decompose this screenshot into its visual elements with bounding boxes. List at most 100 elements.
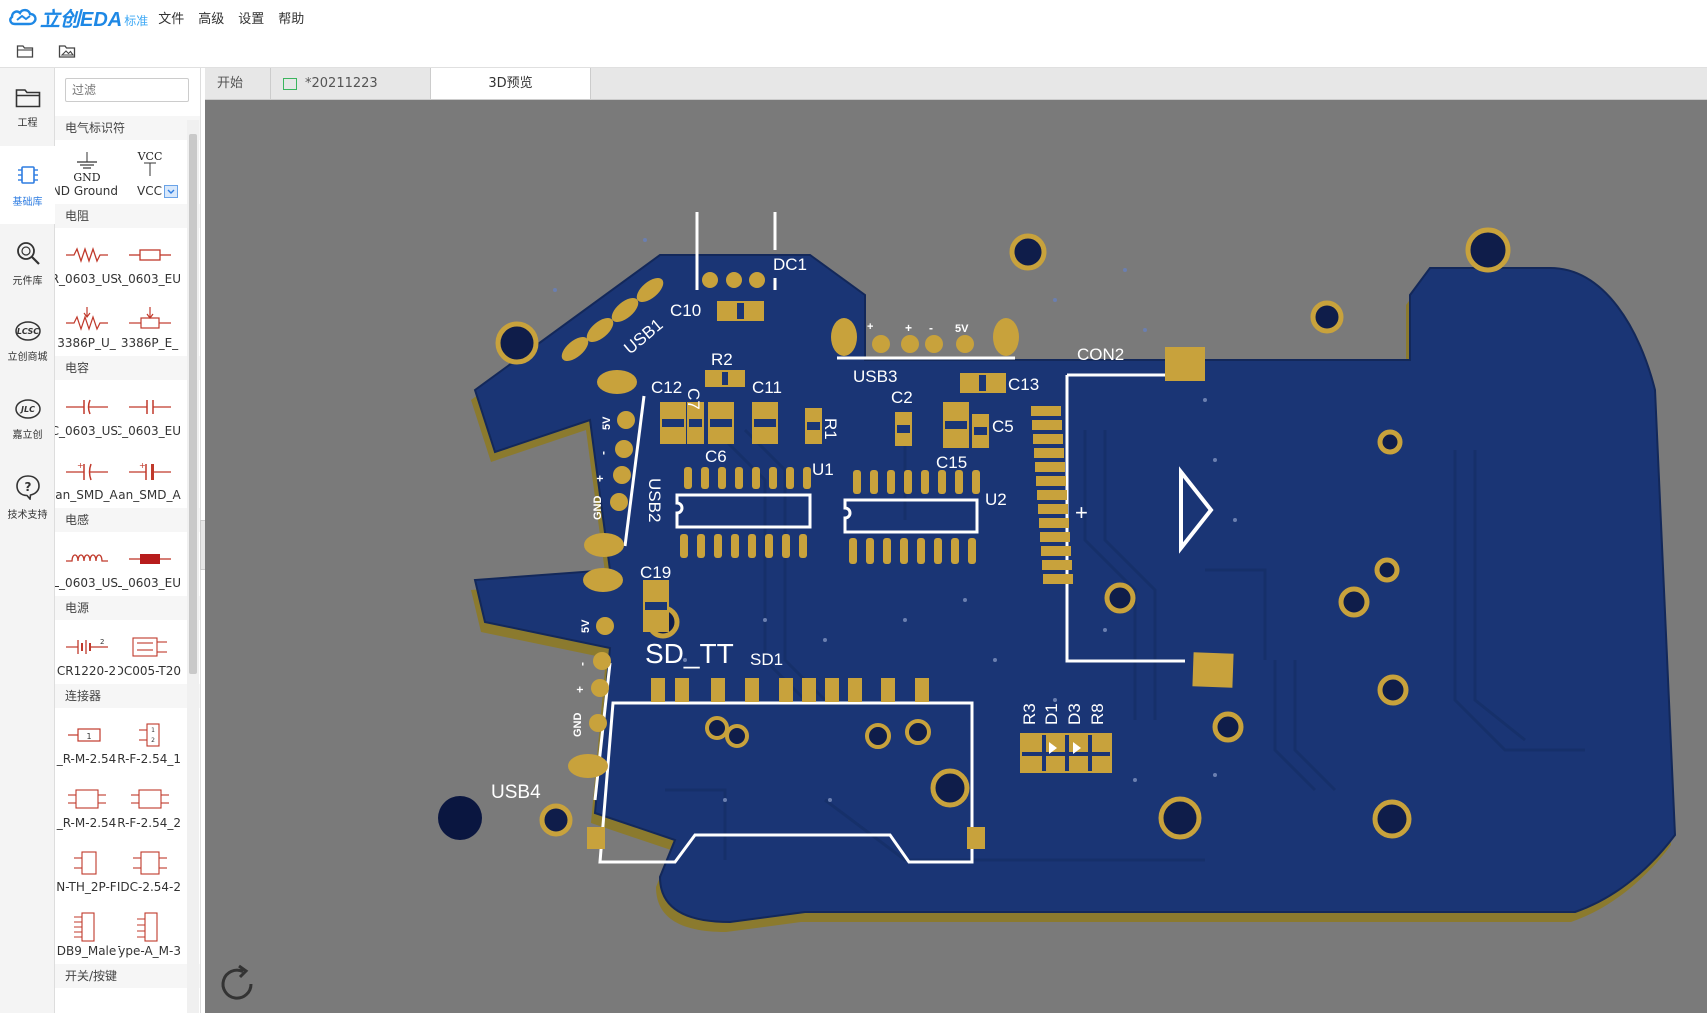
library-item-inductor-eu[interactable]: L_0603_EU (118, 532, 181, 596)
silk-usb2-plus: + (593, 475, 607, 482)
potentiometer-eu-icon (128, 307, 171, 329)
library-item-usb-a[interactable]: 3-Type-A_M (118, 900, 181, 964)
silk-r3: R3 (1020, 703, 1039, 725)
library-item-name: CR1220-2 (56, 664, 117, 678)
menu-settings[interactable]: 设置 (238, 11, 265, 27)
library-item-battery[interactable]: 2 CR1220-2 (55, 620, 118, 684)
menu-advanced[interactable]: 高级 (198, 11, 225, 27)
library-item-inductor-us[interactable]: L_0603_US (55, 532, 118, 596)
library-item-header-f-2[interactable]: R-F-2.54_2 (118, 772, 181, 836)
library-item-name: R-F-2.54_2 (118, 816, 181, 830)
library-item-idc[interactable]: IDC-2.54-2 (118, 836, 181, 900)
nav-basic-library[interactable]: 基础库 (0, 146, 55, 224)
silk-dc1: DC1 (773, 255, 807, 274)
category-capacitor[interactable]: 电容 (55, 356, 200, 380)
silk-u1: U1 (812, 460, 834, 479)
library-item-header-m-2[interactable]: R-M-2.54_ (55, 772, 118, 836)
left-nav: 工程 基础库 元件库 LCSC 立 (0, 68, 55, 1013)
library-item-pot-eu[interactable]: _3386P_E (118, 292, 181, 356)
open-folder-button[interactable] (14, 40, 36, 62)
library-item-vcc[interactable]: VCC VCC (118, 140, 181, 204)
help-icon: ? (15, 474, 40, 500)
silk-usb2-gnd: GND (592, 496, 604, 521)
tab-3d-preview[interactable]: 3D预览 (431, 68, 591, 99)
category-electrical-symbols[interactable]: 电气标识符 (55, 116, 200, 140)
u2-outline (843, 498, 979, 534)
library-item-resistor-eu[interactable]: R_0603_EU (118, 228, 181, 292)
library-item-dc-jack[interactable]: DC005-T20 (118, 620, 181, 684)
library-list: 电气标识符 GND ND Ground (55, 116, 200, 1013)
library-item-terminal[interactable]: N-TH_2P-F (55, 836, 118, 900)
nav-basic-library-label: 基础库 (12, 196, 43, 208)
svg-text:?: ? (24, 480, 31, 494)
nav-lcsc-mall-label: 立创商城 (7, 351, 48, 363)
dc1-outline (695, 212, 777, 290)
folder-icon (16, 44, 34, 58)
silk-usb3-plus: + (905, 321, 912, 335)
category-power[interactable]: 电源 (55, 596, 200, 620)
svg-text:2: 2 (100, 638, 104, 646)
app-logo[interactable]: 立创EDA 标准 (8, 0, 148, 34)
inductor-eu-icon (128, 554, 171, 564)
silk-usb4-gnd: GND (572, 713, 584, 738)
menu-help[interactable]: 帮助 (278, 11, 305, 27)
open-image-button[interactable] (56, 40, 78, 62)
category-connector[interactable]: 连接器 (55, 684, 200, 708)
library-item-name: DB9_Male (56, 944, 117, 958)
nav-tech-support[interactable]: ? 技术支持 (0, 458, 55, 536)
nav-component-library-label: 元件库 (12, 275, 43, 287)
db9-icon (73, 912, 95, 942)
silk-usb3: USB3 (853, 367, 897, 386)
tab-start-label: 开始 (217, 76, 244, 91)
lcsc-icon: LCSC (14, 320, 41, 341)
nav-jlc[interactable]: JLC 嘉立创 (0, 380, 55, 458)
library-item-name: R-F-2.54_1 (118, 752, 181, 766)
library-scrollbar[interactable] (187, 120, 199, 1013)
svg-text:1: 1 (151, 727, 155, 734)
scrollbar-thumb[interactable] (189, 134, 197, 674)
3d-viewport[interactable]: DC1 C10 USB1 + + - 5V USB3 CON2 R2 C12 C… (205, 100, 1707, 1013)
nav-project[interactable]: 工程 (0, 68, 55, 146)
library-item-name: R-M-2.54_ (56, 752, 117, 766)
vcc-symbol-icon: VCC (136, 150, 162, 176)
tab-start[interactable]: 开始 (205, 68, 271, 99)
resistor-eu-icon (128, 249, 171, 261)
library-item-name: DC005-T20 (118, 664, 181, 678)
nav-project-label: 工程 (17, 117, 38, 129)
library-item-name: N-TH_2P-F (56, 880, 117, 894)
dropdown-arrow-icon[interactable] (164, 185, 178, 198)
mounting-holes (495, 227, 1511, 840)
silk-con2-plus: + (1075, 500, 1088, 525)
menu-file[interactable]: 文件 (158, 11, 185, 27)
capacitor-eu-icon (128, 400, 171, 414)
image-folder-icon (58, 44, 76, 58)
tab-pcb-document[interactable]: *20211223 (271, 68, 431, 99)
reset-view-button[interactable] (213, 960, 261, 1008)
category-inductor[interactable]: 电感 (55, 508, 200, 532)
silk-usb2-minus: - (596, 451, 610, 455)
library-item-name: ND Ground (55, 184, 118, 198)
library-item-header-m-1[interactable]: 1 R-M-2.54_ (55, 708, 118, 772)
library-item-cap-eu[interactable]: C_0603_EU (118, 380, 181, 444)
library-item-name: 3-Type-A_M (118, 944, 181, 958)
nav-component-library[interactable]: 元件库 (0, 224, 55, 302)
search-icon (16, 241, 40, 265)
library-item-tantalum-us[interactable]: + an_SMD_A (55, 444, 118, 508)
silk-r2: R2 (711, 350, 733, 369)
library-item-name: R-M-2.54_ (56, 816, 117, 830)
usb4-mount-hole (438, 796, 482, 840)
silk-usb3-minus: - (929, 321, 933, 335)
library-item-name: R_0603_US (55, 272, 118, 286)
nav-lcsc-mall[interactable]: LCSC 立创商城 (0, 302, 55, 380)
library-item-ground[interactable]: GND ND Ground (55, 140, 118, 204)
library-item-pot-us[interactable]: _3386P_U (55, 292, 118, 356)
category-resistor[interactable]: 电阻 (55, 204, 200, 228)
category-switch[interactable]: 开关/按键 (55, 964, 200, 988)
logo-text: 立创EDA (40, 8, 123, 31)
library-item-tantalum-eu[interactable]: + an_SMD_A (118, 444, 181, 508)
library-item-db9[interactable]: DB9_Male (55, 900, 118, 964)
filter-input[interactable] (65, 78, 189, 102)
library-item-cap-us[interactable]: C_0603_US (55, 380, 118, 444)
library-item-resistor-us[interactable]: R_0603_US (55, 228, 118, 292)
